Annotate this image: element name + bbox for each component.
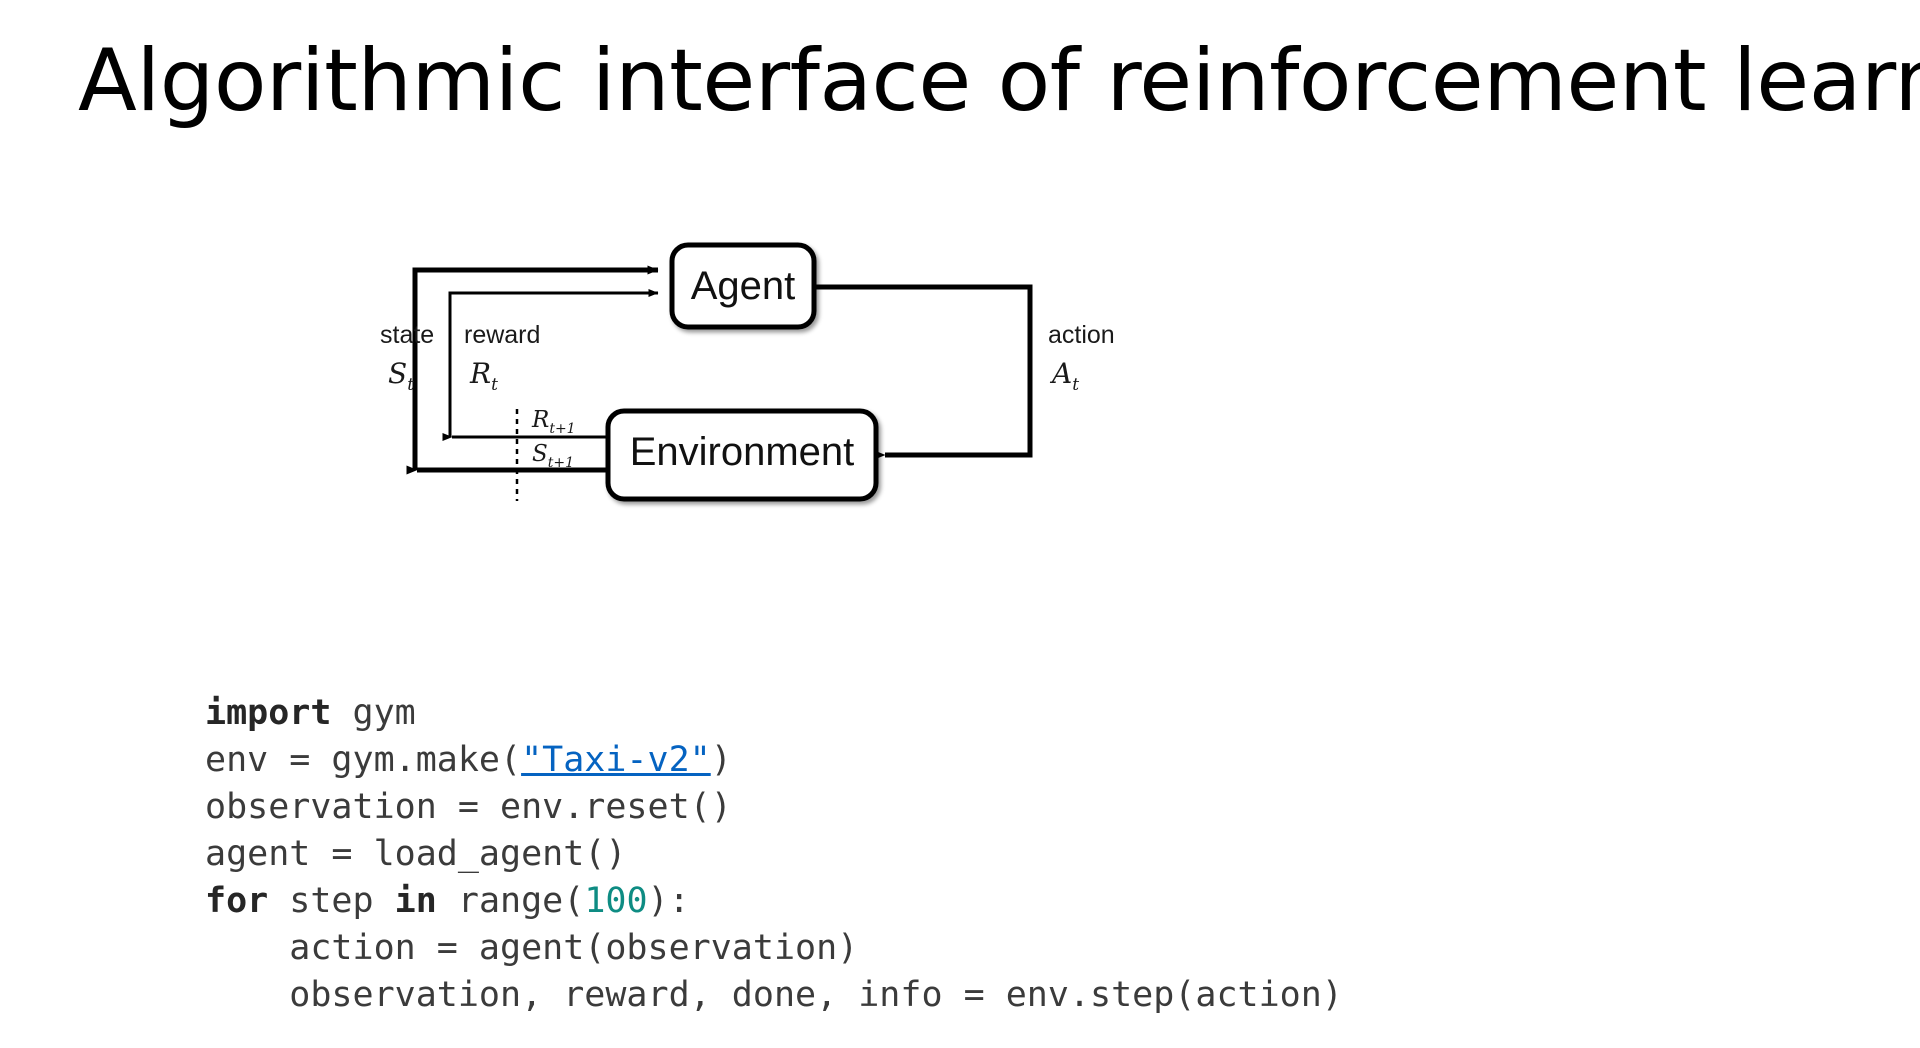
page-title: Algorithmic interface of reinforcement l… [78, 31, 1920, 131]
code-line: env = gym.make("Taxi-v2") [205, 737, 1343, 784]
state-next-symbol: St+1 [532, 441, 574, 471]
code-keyword: import [205, 693, 332, 733]
code-hyperlink-taxi-v2[interactable]: "Taxi-v2" [521, 740, 711, 780]
code-line: observation, reward, done, info = env.st… [205, 972, 1343, 1019]
code-text: action = agent(observation) [205, 928, 859, 968]
reward-label: reward [464, 321, 540, 349]
action-label: action [1048, 321, 1115, 349]
code-line: agent = load_agent() [205, 831, 1343, 878]
code-number: 100 [584, 881, 648, 921]
agent-box: Agent [669, 242, 817, 330]
code-text: agent = load_agent() [205, 834, 627, 874]
code-text: observation, reward, done, info = env.st… [205, 975, 1343, 1015]
code-line: action = agent(observation) [205, 925, 1343, 972]
agent-box-label: Agent [691, 264, 796, 308]
code-line: for step in range(100): [205, 878, 1343, 925]
action-path [814, 284, 1033, 460]
environment-box-label: Environment [630, 430, 855, 474]
code-line: observation = env.reset() [205, 784, 1343, 831]
code-text: range( [436, 881, 585, 921]
action-symbol: At [1049, 357, 1079, 395]
rl-loop-diagram: Agent Environment state St reward Rt act… [380, 215, 1200, 535]
reward-symbol: Rt [469, 357, 498, 395]
code-text: ): [647, 881, 690, 921]
code-keyword: in [394, 881, 437, 921]
code-text: step [268, 881, 395, 921]
code-text: env = gym.make( [205, 740, 522, 780]
environment-box: Environment [605, 408, 879, 502]
reward-feedback-path [448, 289, 659, 437]
state-feedback-path [412, 265, 659, 470]
code-keyword: for [205, 881, 269, 921]
code-text: ) [710, 740, 732, 780]
code-text: gym [331, 693, 416, 733]
code-text: observation = env.reset() [205, 787, 732, 827]
reward-next-symbol: Rt+1 [531, 407, 576, 437]
code-line: import gym [205, 690, 1343, 737]
state-symbol: St [388, 357, 414, 395]
state-label: state [380, 321, 434, 349]
